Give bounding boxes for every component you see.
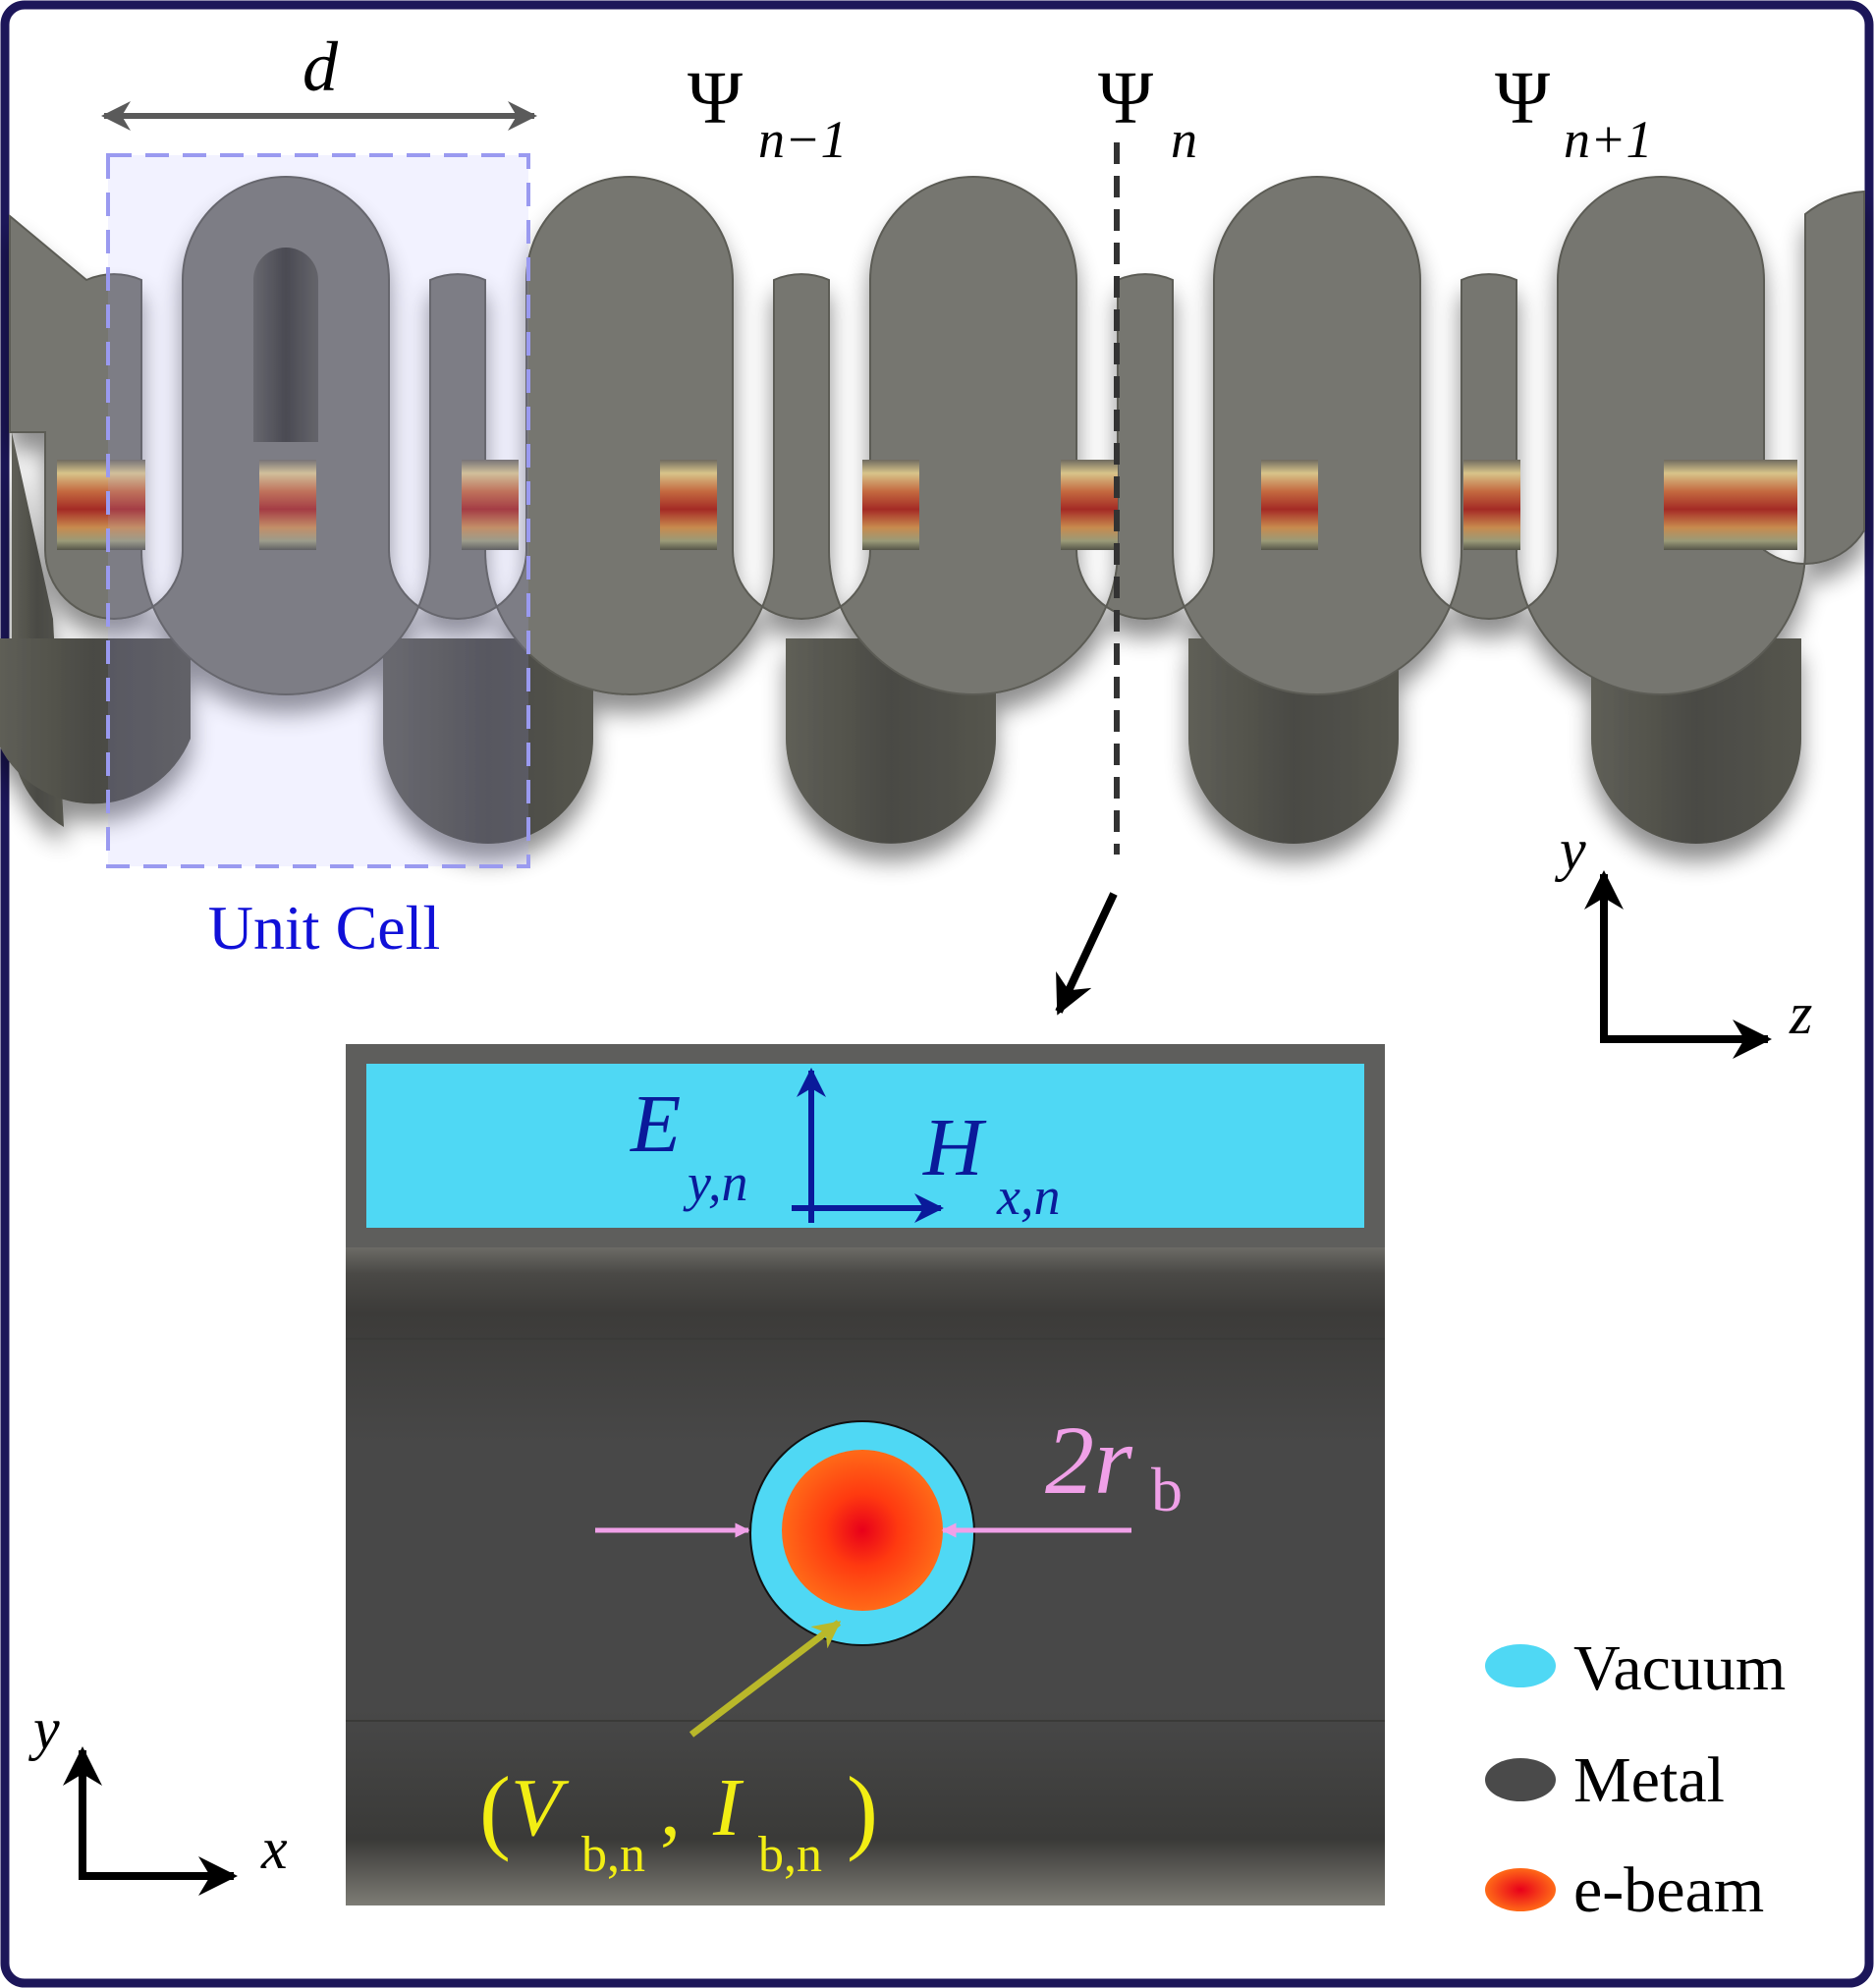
psi-subscript: n−1 xyxy=(758,110,847,169)
legend: Vacuum Metal e-beam xyxy=(1485,1632,1786,1926)
beam-pipe-segment xyxy=(1664,460,1797,550)
e-beam-cross-section xyxy=(782,1450,943,1611)
beam-pipe-segment xyxy=(660,460,717,550)
psi-symbol: Ψ xyxy=(1495,57,1550,139)
psi-symbol: Ψ xyxy=(1098,57,1153,139)
psi-subscript: n+1 xyxy=(1564,110,1652,169)
x-axis-label-bottom: x xyxy=(260,1816,288,1881)
current-symbol: I xyxy=(712,1762,744,1853)
cross-section: E y,n H x,n 2r b ( V b,n , I b,n ) xyxy=(346,1044,1385,1905)
e-field-label: E y,n xyxy=(630,1078,748,1212)
e-field-symbol: E xyxy=(630,1078,681,1170)
legend-label-vacuum: Vacuum xyxy=(1573,1632,1786,1704)
voltage-symbol: V xyxy=(511,1762,570,1853)
beam-pipe-segment xyxy=(862,460,919,550)
beam-parameter-pointer xyxy=(689,1620,842,1738)
y-axis-label: y xyxy=(1554,817,1586,882)
e-field-subscript: y,n xyxy=(683,1153,748,1212)
meander-upper-gaps xyxy=(253,248,318,442)
beam-pipe-segment xyxy=(1061,460,1118,550)
meander-top-surface xyxy=(9,176,1865,695)
cell-label-next: Ψ n+1 xyxy=(1495,57,1652,169)
beam-parameter-label: ( V b,n , I b,n ) xyxy=(479,1757,878,1883)
separator: , xyxy=(660,1762,681,1853)
radius-subscript: b xyxy=(1151,1455,1183,1524)
cell-label-prev: Ψ n−1 xyxy=(688,57,847,169)
close-paren: ) xyxy=(847,1757,878,1862)
cross-section-pointer-arrow xyxy=(1055,892,1118,1016)
y-axis-label-bottom: y xyxy=(28,1696,60,1761)
legend-swatch-vacuum xyxy=(1485,1644,1556,1687)
h-field-subscript: x,n xyxy=(996,1167,1060,1226)
beam-tunnel xyxy=(57,460,1797,550)
beam-pipe-segment xyxy=(1261,460,1318,550)
axes-yz: y z xyxy=(1554,817,1812,1059)
beam-pipe-segment xyxy=(259,460,316,550)
beam-pipe-segment xyxy=(462,460,519,550)
legend-label-e-beam: e-beam xyxy=(1573,1854,1764,1926)
meander-structure xyxy=(0,176,1865,844)
period-label: d xyxy=(303,28,339,106)
axes-xy: y x xyxy=(28,1696,288,1896)
radius-label: 2r b xyxy=(1045,1406,1183,1524)
h-field-label: H x,n xyxy=(922,1102,1060,1226)
psi-symbol: Ψ xyxy=(688,57,743,139)
z-axis-label: z xyxy=(1789,981,1812,1046)
legend-label-metal: Metal xyxy=(1573,1744,1725,1816)
unit-cell-label: Unit Cell xyxy=(208,893,440,963)
legend-swatch-e-beam xyxy=(1485,1868,1556,1911)
beam-pipe-segment xyxy=(57,460,145,550)
voltage-subscript: b,n xyxy=(581,1827,645,1883)
unit-cell-box xyxy=(106,153,530,868)
beam-pipe-segment xyxy=(1463,460,1520,550)
cell-label-current: Ψ n xyxy=(1098,57,1197,169)
legend-swatch-metal xyxy=(1485,1758,1556,1801)
radius-symbol: 2r xyxy=(1045,1406,1133,1515)
vacuum-channel xyxy=(366,1064,1364,1228)
h-field-symbol: H xyxy=(922,1102,987,1193)
psi-subscript: n xyxy=(1171,110,1197,169)
open-paren: ( xyxy=(479,1757,511,1862)
current-subscript: b,n xyxy=(758,1827,822,1883)
